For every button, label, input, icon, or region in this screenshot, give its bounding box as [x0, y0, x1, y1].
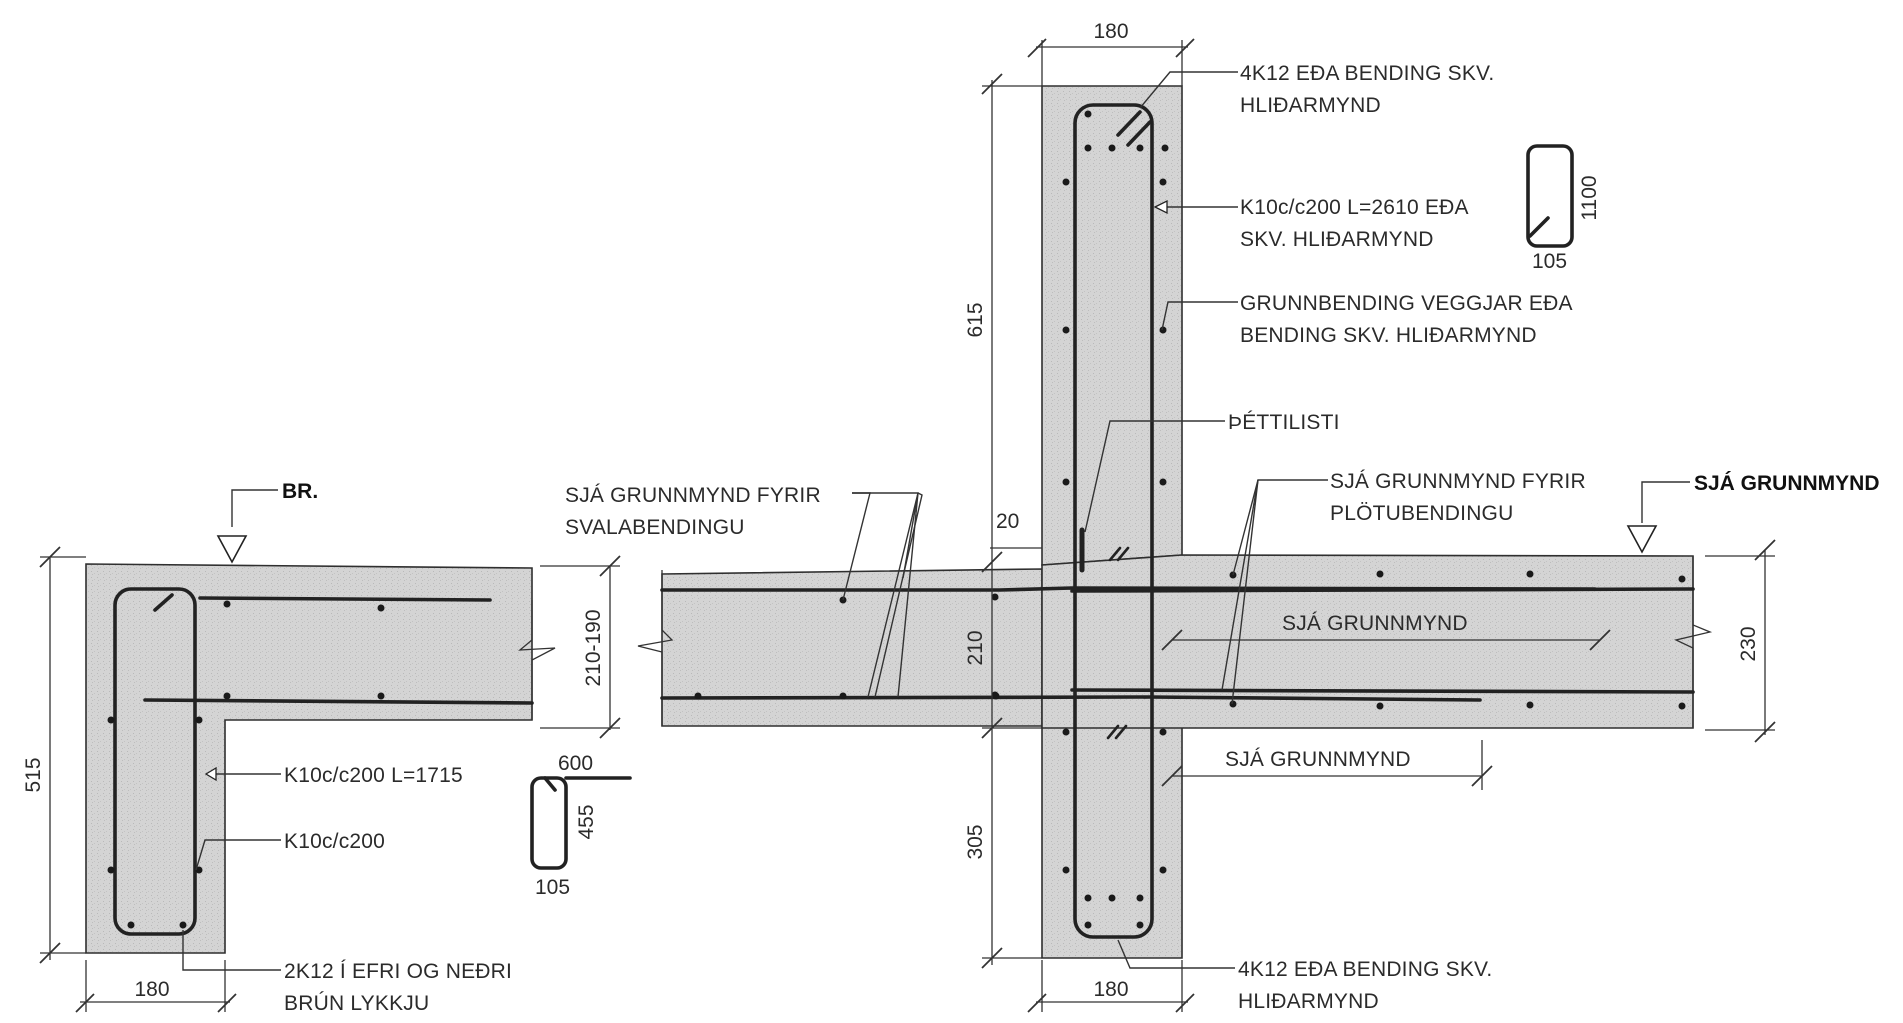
- dim-wall-lower-height: 305: [964, 824, 987, 859]
- dim-step: 20: [996, 510, 1019, 533]
- waterstop-marks-bottom: [1106, 724, 1128, 740]
- section-markers: [216, 481, 1690, 564]
- slab-bottom-bar-2: [1070, 688, 1695, 694]
- grunnbending-line1: GRUNNBENDING VEGGJAR EÐA: [1240, 292, 1573, 315]
- sja-grunnmynd-bold: SJÁ GRUNNMYND: [1694, 472, 1880, 495]
- left-balcony-section: [85, 563, 556, 954]
- left-break-mark: [518, 600, 556, 720]
- bar-shape-loop: [530, 776, 632, 870]
- left-loop-hook: [153, 593, 174, 612]
- dim-slab-at-wall: 210: [964, 630, 987, 665]
- svalabending-line2: SVALABENDINGU: [565, 516, 745, 539]
- wall-stirrup: [1073, 103, 1154, 939]
- slab-right-piece: [1041, 554, 1694, 729]
- slab-right-break-mark: [1674, 556, 1713, 728]
- wall-stirrup-hook-top: [1116, 110, 1142, 137]
- slab-break-mark: [637, 570, 674, 726]
- dim-stirrup-height: 1100: [1578, 175, 1601, 220]
- slab-bottom-bar: [660, 695, 1482, 702]
- dim-slab-thickness: 210-190: [582, 609, 605, 686]
- waterstop-marks-top: [1108, 546, 1130, 562]
- dim-loop-height: 455: [575, 804, 598, 839]
- dim-loop-width: 600: [558, 752, 593, 775]
- left-bottom-bar: [143, 698, 534, 705]
- left-top-bar: [198, 596, 492, 602]
- br-triangle-icon: [216, 535, 248, 564]
- k12-lykkja-line1: 2K12 Í EFRI OG NEÐRI: [284, 960, 512, 983]
- k10-l2610-line1: K10c/c200 L=2610 EÐA: [1240, 196, 1469, 219]
- sja-grunnmynd-lower: SJÁ GRUNNMYND: [1225, 748, 1411, 771]
- dim-left-width: 180: [134, 978, 169, 1001]
- sja-triangle-icon: [1626, 525, 1658, 554]
- dim-wall-top-width: 180: [1093, 20, 1128, 43]
- br-marker-stem: [231, 489, 278, 527]
- top-4k12-line2: HLIÐARMYND: [1240, 94, 1381, 117]
- dim-wall-upper-height: 615: [964, 302, 987, 337]
- dimension-lines: [39, 38, 1776, 1013]
- wall-concrete: [1041, 85, 1183, 959]
- sja-grunnmynd-slab: SJÁ GRUNNMYND: [1282, 612, 1468, 635]
- k10-label: K10c/c200: [284, 830, 385, 853]
- bar-shape-stirrup: [1526, 144, 1574, 248]
- thettilisti-label: ÞÉTTILISTI: [1228, 411, 1340, 434]
- k10-l1715-label: K10c/c200 L=1715: [284, 764, 463, 787]
- plotubending-line2: PLÖTUBENDINGU: [1330, 502, 1513, 525]
- wall-slab-section: [637, 85, 1713, 959]
- sja-marker-stem: [1641, 481, 1690, 523]
- top-4k12-line1: 4K12 EÐA BENDING SKV.: [1240, 62, 1494, 85]
- wall-stirrup-hook-top-2: [1126, 120, 1152, 147]
- svalabending-line1: SJÁ GRUNNMYND FYRIR: [565, 484, 821, 507]
- dim-stirrup-hook: 105: [1532, 250, 1567, 273]
- br-label: BR.: [282, 480, 318, 503]
- dim-loop-hook: 105: [535, 876, 570, 899]
- annotations: BR. SJÁ GRUNNMYND FYRIR SVALABENDINGU K1…: [282, 62, 1880, 1015]
- leader-lines: [182, 71, 1328, 971]
- dimension-values: 515 180 210-190 600 455 105 180 615 20 2…: [22, 20, 1760, 1001]
- k10-l2610-line2: SKV. HLIÐARMYND: [1240, 228, 1434, 251]
- bottom-4k12-line1: 4K12 EÐA BENDING SKV.: [1238, 958, 1492, 981]
- left-concrete-section: [85, 563, 533, 954]
- grunnbending-line2: BENDING SKV. HLIÐARMYND: [1240, 324, 1537, 347]
- plotubending-line1: SJÁ GRUNNMYND FYRIR: [1330, 470, 1586, 493]
- bottom-4k12-line2: HLIÐARMYND: [1238, 990, 1379, 1013]
- k12-lykkja-line2: BRÚN LYKKJU: [284, 992, 429, 1015]
- dim-slab-right: 230: [1737, 626, 1760, 661]
- left-loop-stirrup: [113, 587, 197, 936]
- dim-left-height: 515: [22, 757, 45, 792]
- dim-wall-bottom-width: 180: [1093, 978, 1128, 1001]
- slab-top-bar-2: [1070, 587, 1695, 593]
